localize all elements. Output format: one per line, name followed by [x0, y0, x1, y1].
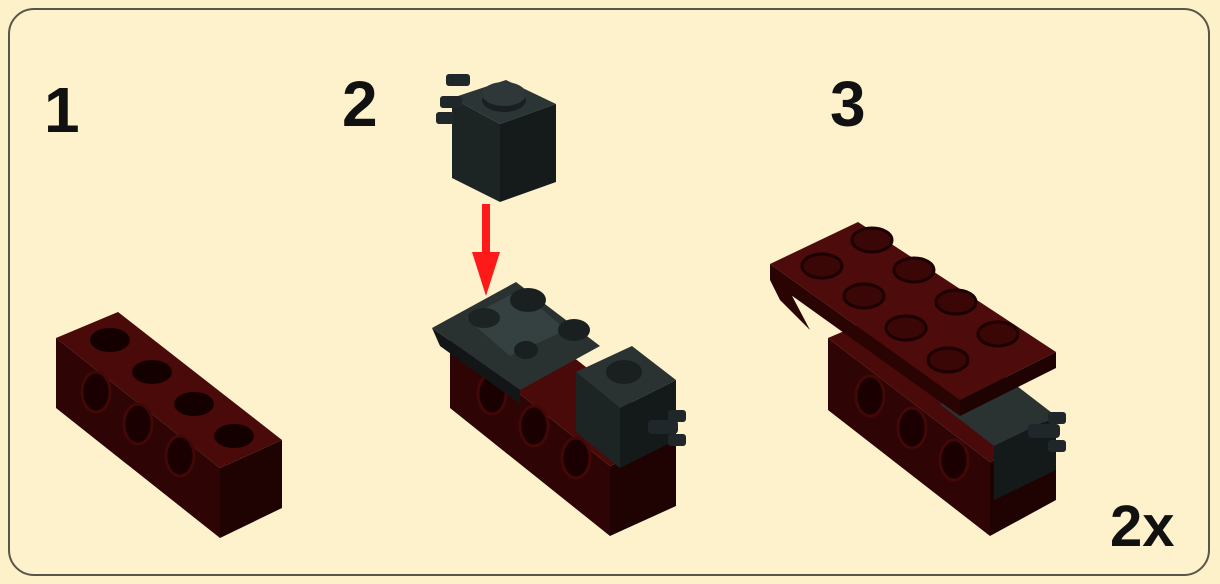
assembly-arrow [472, 204, 500, 296]
step2-assembly [432, 74, 686, 536]
step3-assembly [770, 222, 1066, 536]
step1-technic-brick [56, 312, 282, 538]
